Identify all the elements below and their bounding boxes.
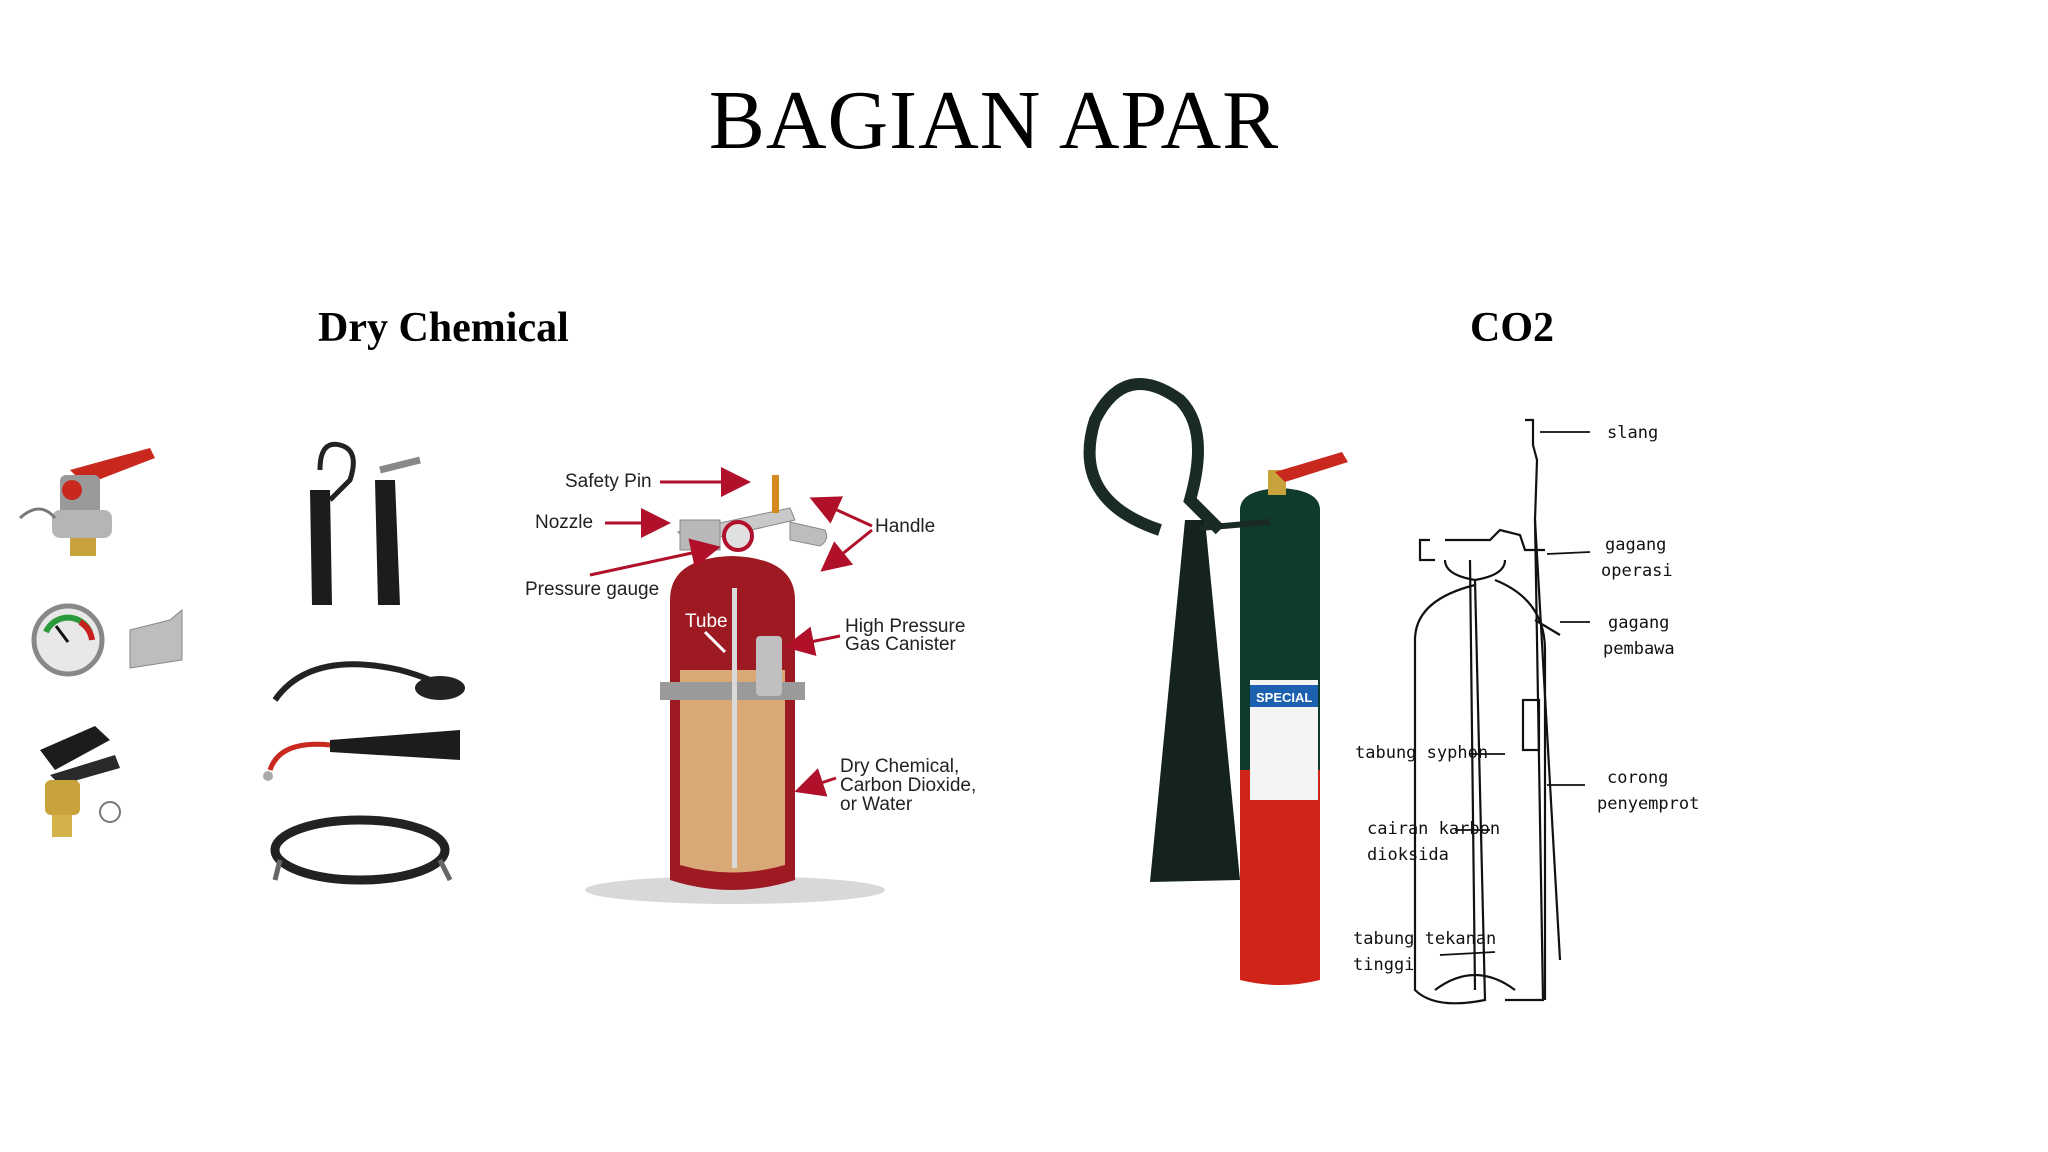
label-gagang-operasi-1: gagang — [1605, 535, 1666, 555]
label-cairan-1: cairan karbon — [1367, 819, 1500, 839]
co2-diagram-valve — [1445, 528, 1545, 552]
co2-handle — [1275, 452, 1348, 482]
label-safety-pin: Safety Pin — [565, 471, 652, 492]
label-gagang-operasi-2: operasi — [1601, 561, 1673, 581]
co2-line-diagram: slang gagang operasi gagang pembawa tabu… — [1353, 418, 1699, 1005]
dry-chemical-parts-photos — [18, 448, 183, 837]
safety-pin — [772, 475, 779, 513]
slide-title: BAGIAN APAR — [708, 74, 1280, 167]
co2-diagram-cylinder — [1413, 579, 1487, 1005]
siphon-tube — [732, 588, 737, 868]
label-slang: slang — [1607, 423, 1658, 443]
label-corong-1: corong — [1607, 768, 1668, 788]
co2-cylinder-bottom — [1240, 770, 1320, 985]
label-contents-line3: or Water — [840, 794, 913, 815]
floor-shadow — [585, 876, 885, 904]
nozzle-block — [679, 519, 721, 551]
red-hose-horn-photo — [263, 730, 460, 781]
label-gagang-pembawa-2: pembawa — [1603, 639, 1675, 659]
co2-product-label: SPECIAL — [1256, 690, 1312, 705]
label-cairan-2: dioksida — [1367, 845, 1449, 865]
wall-bracket-photo — [129, 608, 183, 669]
hose-with-horn-photo — [310, 441, 421, 605]
label-gagang-pembawa-1: gagang — [1608, 613, 1669, 633]
label-tube: Tube — [685, 611, 728, 632]
valve-head-photo — [18, 448, 155, 556]
label-canister-line1: High Pressure — [845, 616, 965, 637]
co2-diagram-syphon — [1468, 559, 1477, 991]
dry-chemical-hose-photos — [263, 441, 465, 885]
pressure-gauge-photo — [31, 603, 105, 677]
label-tabung-tekanan-2: tinggi — [1353, 955, 1414, 975]
label-canister-line2: Gas Canister — [845, 634, 957, 655]
gas-canister — [756, 636, 782, 696]
co2-diagram-horn-outline — [1505, 418, 1545, 1002]
label-handle: Handle — [875, 516, 935, 537]
label-nozzle: Nozzle — [535, 512, 593, 533]
label-pressure-gauge: Pressure gauge — [525, 579, 659, 600]
co2-hose — [1083, 378, 1225, 536]
section-co2: CO2 — [1470, 305, 1554, 351]
gauge-dial — [722, 520, 754, 552]
label-contents-line1: Dry Chemical, — [840, 756, 959, 777]
label-tabung-tekanan-1: tabung tekanan — [1353, 929, 1496, 949]
coiled-hose-photo — [270, 815, 453, 885]
co2-discharge-horn — [1150, 520, 1240, 882]
lever-valve-photo — [40, 726, 121, 837]
dry-chemical-cutaway-diagram: Safety Pin Nozzle Pressure gauge Handle … — [525, 467, 976, 904]
label-tabung-syphon: tabung syphon — [1355, 743, 1488, 763]
label-contents-line2: Carbon Dioxide, — [840, 775, 976, 796]
discharge-hose-photo — [272, 661, 465, 702]
co2-extinguisher-photo: SPECIAL — [1083, 378, 1348, 985]
section-dry-chemical: Dry Chemical — [318, 305, 569, 351]
label-corong-2: penyemprot — [1597, 794, 1699, 814]
